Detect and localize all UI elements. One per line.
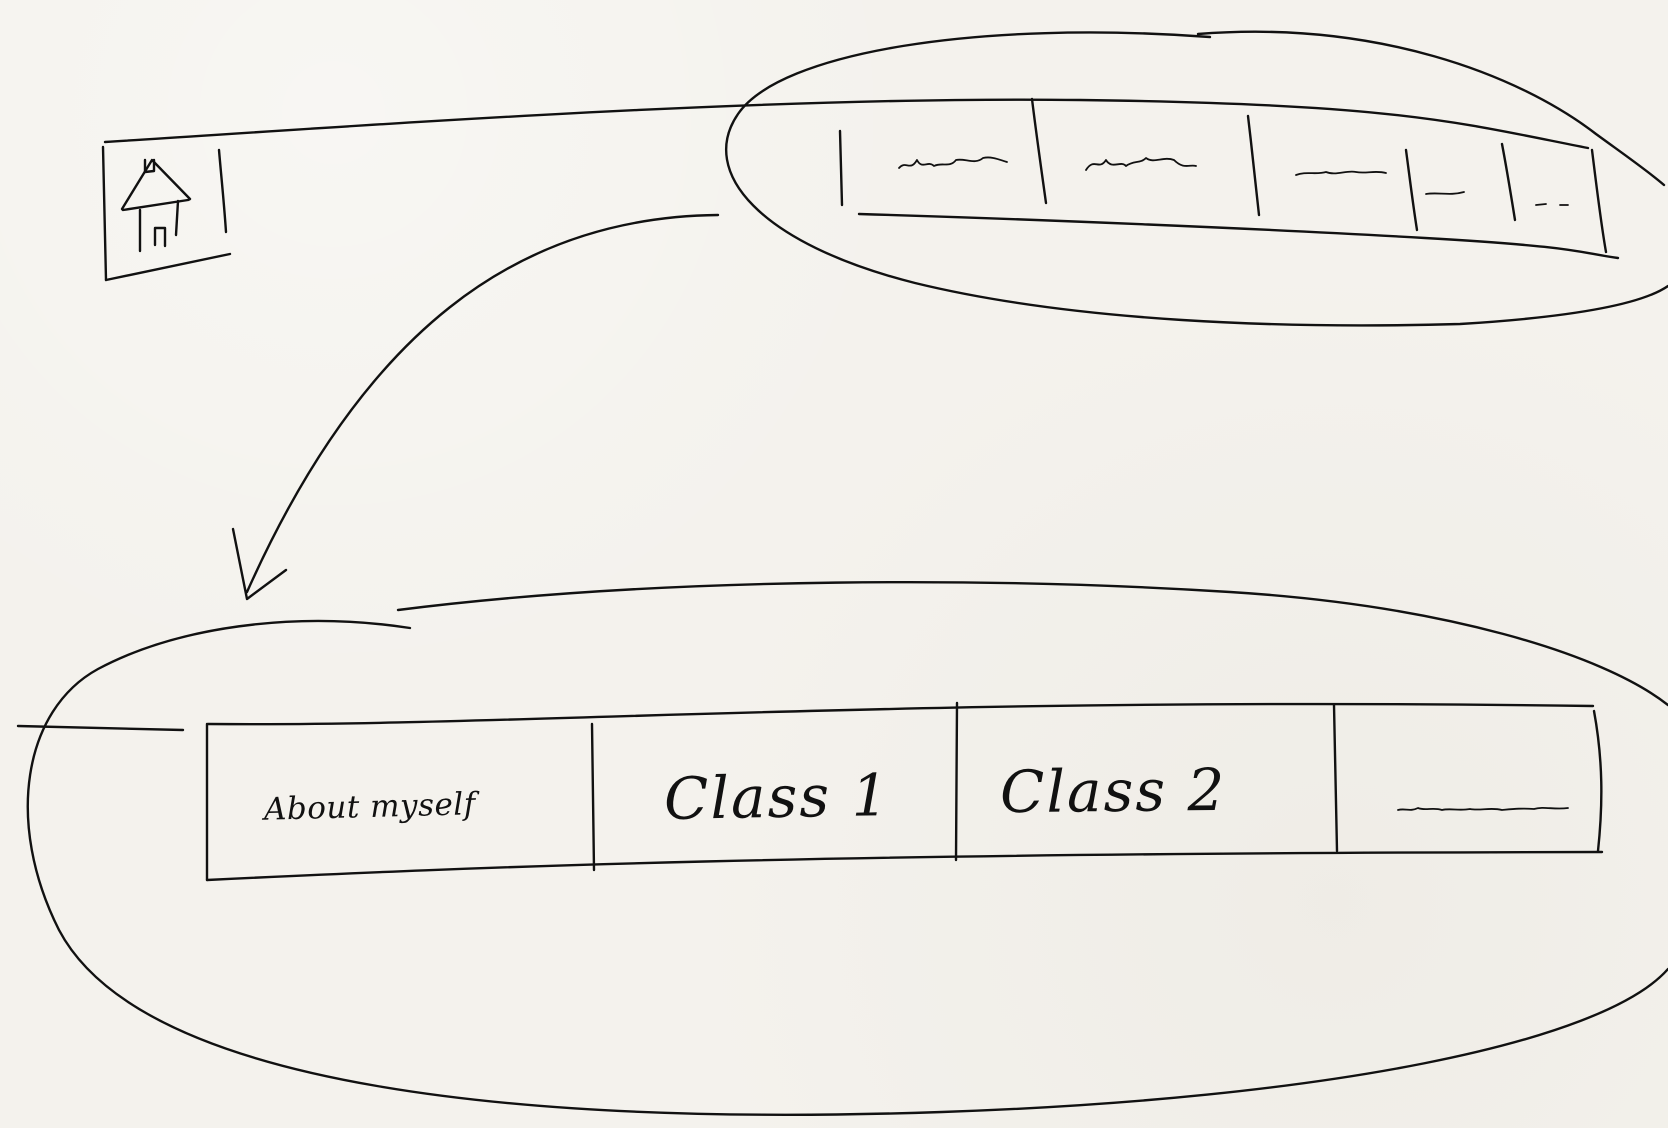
top-navbar-bottom-line — [857, 212, 1620, 260]
door-icon — [153, 226, 167, 248]
top-tab-divider-1 — [838, 129, 844, 207]
bottom-tab-about-myself[interactable]: About myself — [263, 786, 477, 828]
bottom-tab-divider-3 — [1332, 703, 1339, 853]
home-box-left-line — [101, 145, 108, 282]
bottom-tab-scribble — [1397, 806, 1569, 811]
top-tab-divider-2 — [1030, 97, 1048, 205]
top-callout-oval-right — [1196, 30, 1666, 187]
bottom-navbar-sketch — [16, 701, 1604, 882]
top-tab-scribble-1 — [898, 156, 1008, 169]
house-wall-right — [174, 199, 180, 237]
top-tab-divider-5 — [1500, 142, 1517, 222]
home-box-bottom-line — [104, 252, 232, 282]
top-navbar-top-line — [103, 98, 1590, 150]
chimney-icon — [143, 158, 156, 174]
home-box-right-line — [217, 148, 228, 234]
bottom-tab-class-1[interactable]: Class 1 — [663, 761, 891, 833]
top-tab-scribble-2 — [1085, 157, 1197, 171]
arrow-curve — [245, 213, 720, 594]
bottom-tab-divider-2 — [954, 701, 959, 862]
bottom-tab-divider-1 — [590, 722, 596, 872]
bottom-navbar-top-line — [206, 702, 1595, 726]
top-callout-oval — [725, 31, 1668, 327]
home-icon[interactable] — [120, 158, 192, 253]
top-tab-divider-4 — [1404, 148, 1419, 232]
bottom-callout-oval-top — [396, 580, 1668, 707]
top-tab-scribble-5 — [1535, 203, 1569, 206]
bottom-tab-class-2[interactable]: Class 2 — [999, 755, 1227, 827]
connector-arrow — [231, 213, 720, 601]
top-tab-scribble-4 — [1425, 191, 1465, 195]
bottom-navbar-bottom-line — [205, 850, 1604, 882]
bottom-callout-oval — [26, 619, 1668, 1116]
top-navbar-sketch — [101, 97, 1620, 282]
top-tab-divider-6 — [1590, 148, 1608, 254]
arrow-head — [231, 527, 288, 601]
top-tab-divider-3 — [1246, 114, 1261, 217]
house-roof-shape — [120, 158, 192, 212]
top-tab-scribble-3 — [1295, 170, 1387, 176]
bottom-navbar-right-wall — [1592, 709, 1603, 853]
